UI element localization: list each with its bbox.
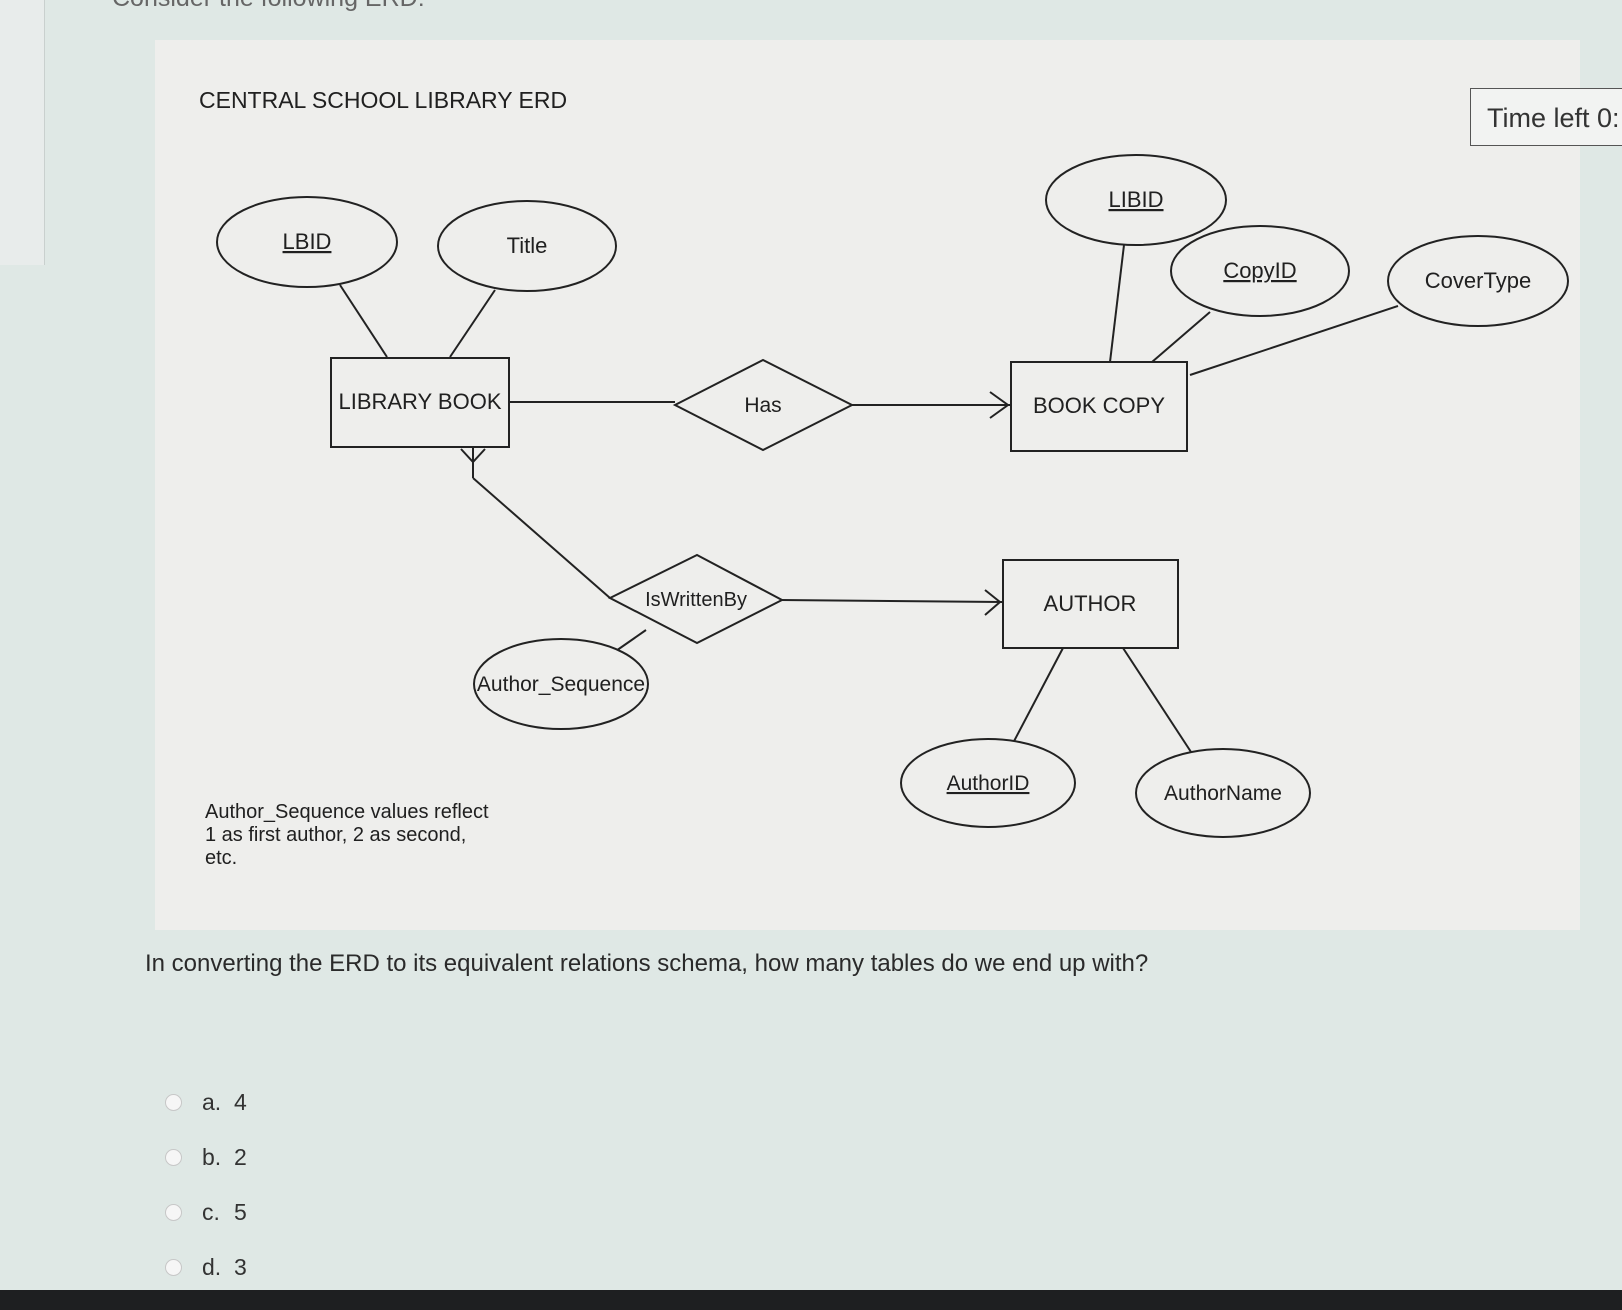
entity-book-copy-box — [1010, 361, 1188, 452]
entity-book-copy-label: BOOK COPY — [1033, 393, 1165, 418]
option-c[interactable]: c. 5 — [165, 1185, 247, 1240]
relationship-has-diamond — [672, 358, 855, 452]
erd-note-line-3: etc. — [205, 847, 237, 869]
line-libid — [1109, 244, 1125, 363]
erd-note-line-2: 1 as first author, 2 as second, — [205, 824, 466, 846]
attribute-lbid-oval — [216, 196, 398, 288]
option-d[interactable]: d. 3 — [165, 1240, 247, 1295]
entity-library-book-box — [330, 357, 510, 448]
line-title — [449, 289, 496, 358]
attribute-libid-label: LIBID — [1108, 187, 1163, 212]
question-heading: Consider the following ERD: — [112, 0, 425, 13]
attribute-libid-oval — [1045, 154, 1227, 246]
question-text: In converting the ERD to its equivalent … — [145, 950, 1149, 977]
attribute-title-oval — [437, 200, 617, 292]
option-c-letter: c. — [202, 1199, 220, 1225]
line-covertype — [1189, 305, 1399, 376]
left-panel-edge — [0, 0, 45, 265]
option-b[interactable]: b. 2 — [165, 1130, 247, 1185]
option-c-radio[interactable] — [165, 1204, 182, 1221]
attribute-authorid-oval — [900, 738, 1076, 828]
option-a-value: 4 — [234, 1089, 247, 1115]
line-iswrittenby-author — [779, 599, 1003, 603]
attribute-copyid-oval — [1170, 225, 1350, 317]
crowsfoot-bookcopy — [989, 391, 1010, 419]
attribute-authorname-oval — [1135, 748, 1311, 838]
attribute-copyid-label: CopyID — [1223, 258, 1296, 283]
entity-author-box — [1002, 559, 1179, 649]
relationship-iswrittenby-diamond — [607, 553, 785, 645]
monitor-bezel-bottom — [0, 1290, 1622, 1310]
attribute-covertype-oval — [1387, 235, 1569, 327]
answer-options: a. 4 b. 2 c. 5 d. 3 — [165, 1075, 247, 1295]
line-lbid — [339, 284, 388, 358]
option-a[interactable]: a. 4 — [165, 1075, 247, 1130]
option-a-letter: a. — [202, 1089, 222, 1115]
erd-note-line-1: Author_Sequence values reflect — [205, 801, 489, 823]
option-a-radio[interactable] — [165, 1094, 182, 1111]
time-left-timer: Time left 0: — [1470, 88, 1622, 146]
option-d-letter: d. — [202, 1254, 222, 1280]
option-d-radio[interactable] — [165, 1259, 182, 1276]
attribute-author-sequence-oval — [473, 638, 649, 730]
line-libbook-iswrittenby — [472, 477, 611, 599]
entity-library-book-label: LIBRARY BOOK — [338, 389, 501, 414]
erd-connectors — [339, 244, 1399, 756]
option-b-radio[interactable] — [165, 1149, 182, 1166]
attribute-authorname-label: AuthorName — [1164, 782, 1282, 805]
attribute-lbid-label: LBID — [283, 229, 332, 254]
attribute-authorid-label: AuthorID — [947, 772, 1030, 795]
attribute-covertype-label: CoverType — [1425, 268, 1531, 293]
erd-title: CENTRAL SCHOOL LIBRARY ERD — [199, 87, 567, 113]
line-authorid — [1011, 647, 1064, 746]
entity-author-label: AUTHOR — [1044, 591, 1137, 616]
option-b-value: 2 — [234, 1144, 247, 1170]
crowsfoot-author — [984, 589, 1002, 616]
crowsfoot-librarybook — [460, 448, 486, 464]
relationship-iswrittenby-label: IsWrittenBy — [645, 589, 747, 611]
line-copyid — [1151, 311, 1211, 363]
option-b-letter: b. — [202, 1144, 222, 1170]
relationship-has-label: Has — [744, 394, 781, 417]
attribute-author-sequence-label: Author_Sequence — [477, 673, 645, 696]
option-c-value: 5 — [234, 1199, 247, 1225]
erd-diagram: CENTRAL SCHOOL LIBRARY ERD LBID Title LI… — [199, 87, 1569, 869]
line-authorname — [1122, 647, 1194, 756]
attribute-title-label: Title — [507, 233, 548, 258]
erd-figure-background — [155, 40, 1580, 930]
option-d-value: 3 — [234, 1254, 247, 1280]
